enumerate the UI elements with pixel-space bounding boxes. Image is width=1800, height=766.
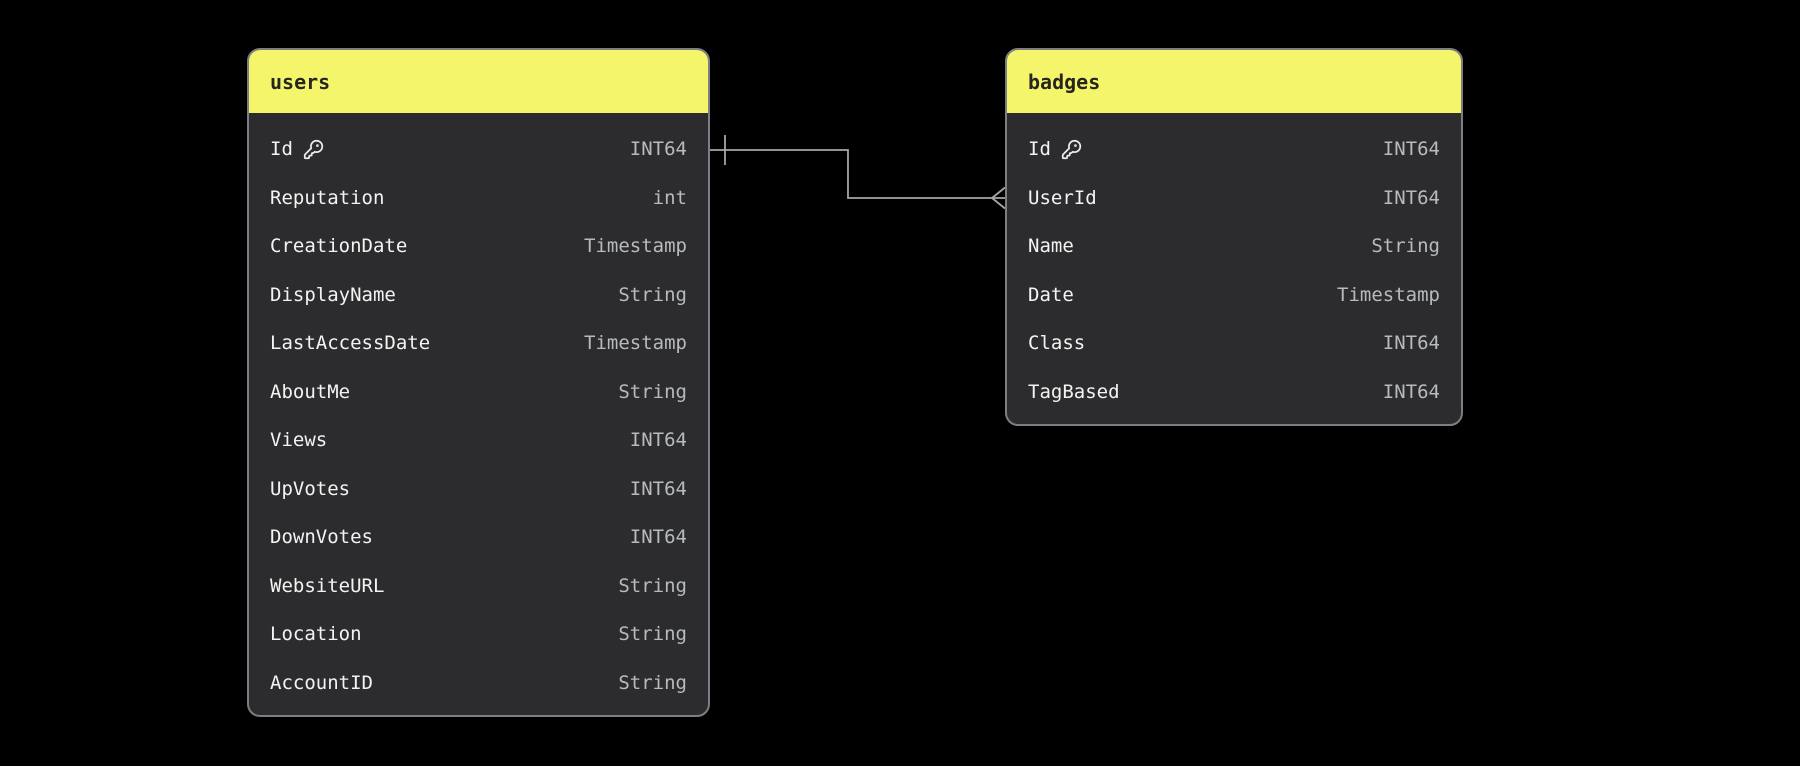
field-name: Class: [1028, 332, 1086, 355]
field-name-group: Id: [1028, 138, 1082, 160]
field-name-group: Location: [270, 623, 362, 645]
field-type: int: [652, 186, 687, 209]
field-type: String: [1371, 235, 1440, 258]
field-name: Id: [1028, 138, 1051, 161]
field-type: String: [618, 380, 687, 403]
table-badges-header[interactable]: badges: [1007, 50, 1461, 113]
field-type: Timestamp: [584, 235, 687, 258]
field-name: Views: [270, 429, 328, 452]
field-row[interactable]: Reputation int: [249, 174, 708, 223]
field-type: INT64: [1382, 138, 1440, 161]
field-row[interactable]: WebsiteURL String: [249, 562, 708, 611]
table-title: badges: [1028, 69, 1101, 94]
field-row[interactable]: TagBased INT64: [1007, 368, 1461, 417]
table-users-header[interactable]: users: [249, 50, 708, 113]
field-row[interactable]: Class INT64: [1007, 319, 1461, 368]
table-title: users: [270, 69, 331, 94]
field-name: Name: [1028, 235, 1074, 258]
field-type: String: [618, 671, 687, 694]
field-row[interactable]: UserId INT64: [1007, 174, 1461, 223]
field-name-group: Date: [1028, 284, 1074, 306]
field-name: Reputation: [270, 186, 385, 209]
table-users[interactable]: users Id INT64 Reputation int CreationDa…: [247, 48, 710, 717]
field-type: INT64: [629, 477, 687, 500]
field-name-group: AboutMe: [270, 381, 350, 403]
field-type: INT64: [629, 526, 687, 549]
field-row[interactable]: DownVotes INT64: [249, 513, 708, 562]
field-name: DownVotes: [270, 526, 373, 549]
field-name: CreationDate: [270, 235, 408, 258]
field-row[interactable]: Date Timestamp: [1007, 271, 1461, 320]
field-name-group: Name: [1028, 235, 1074, 257]
field-name: AccountID: [270, 671, 373, 694]
table-badges-fields: Id INT64 UserId INT64 Name String Date T…: [1007, 113, 1461, 424]
field-name: DisplayName: [270, 283, 396, 306]
field-type: INT64: [629, 429, 687, 452]
field-row[interactable]: AccountID String: [249, 659, 708, 708]
field-row[interactable]: Location String: [249, 610, 708, 659]
field-type: INT64: [1382, 186, 1440, 209]
field-row[interactable]: CreationDate Timestamp: [249, 222, 708, 271]
field-name-group: WebsiteURL: [270, 575, 384, 597]
field-name: WebsiteURL: [270, 574, 385, 597]
field-name-group: LastAccessDate: [270, 332, 430, 354]
field-name-group: UserId: [1028, 187, 1097, 209]
field-name: UpVotes: [270, 477, 351, 500]
field-type: String: [618, 283, 687, 306]
field-type: INT64: [1382, 380, 1440, 403]
field-name-group: Class: [1028, 332, 1085, 354]
field-row[interactable]: UpVotes INT64: [249, 465, 708, 514]
field-name-group: AccountID: [270, 672, 373, 694]
field-name: LastAccessDate: [270, 332, 431, 355]
field-type: Timestamp: [1337, 283, 1440, 306]
field-row[interactable]: AboutMe String: [249, 368, 708, 417]
cardinality-many-crowfoot: [991, 186, 1006, 210]
field-type: Timestamp: [584, 332, 687, 355]
field-name: Location: [270, 623, 362, 646]
field-name-group: UpVotes: [270, 478, 350, 500]
relationship-edge-lines: [710, 135, 1006, 210]
field-row[interactable]: DisplayName String: [249, 271, 708, 320]
field-name-group: CreationDate: [270, 235, 407, 257]
field-row[interactable]: LastAccessDate Timestamp: [249, 319, 708, 368]
field-type: INT64: [1382, 332, 1440, 355]
field-name: TagBased: [1028, 380, 1120, 403]
field-row[interactable]: Id INT64: [249, 125, 708, 174]
field-name-group: Id: [270, 138, 324, 160]
field-name-group: DownVotes: [270, 526, 373, 548]
table-badges[interactable]: badges Id INT64 UserId INT64 Name String…: [1005, 48, 1463, 426]
primary-key-icon: [303, 139, 324, 159]
field-type: String: [618, 574, 687, 597]
field-row[interactable]: Id INT64: [1007, 125, 1461, 174]
edge-path: [710, 149, 992, 199]
field-name-group: DisplayName: [270, 284, 396, 306]
field-name-group: Views: [270, 429, 327, 451]
field-name: Date: [1028, 283, 1074, 306]
primary-key-icon: [1061, 139, 1082, 159]
field-row[interactable]: Views INT64: [249, 416, 708, 465]
field-name: AboutMe: [270, 380, 351, 403]
field-name-group: TagBased: [1028, 381, 1120, 403]
field-row[interactable]: Name String: [1007, 222, 1461, 271]
table-users-fields: Id INT64 Reputation int CreationDate Tim…: [249, 113, 708, 715]
field-type: String: [618, 623, 687, 646]
field-type: INT64: [629, 138, 687, 161]
field-name-group: Reputation: [270, 187, 384, 209]
field-name: Id: [270, 138, 293, 161]
field-name: UserId: [1028, 186, 1097, 209]
